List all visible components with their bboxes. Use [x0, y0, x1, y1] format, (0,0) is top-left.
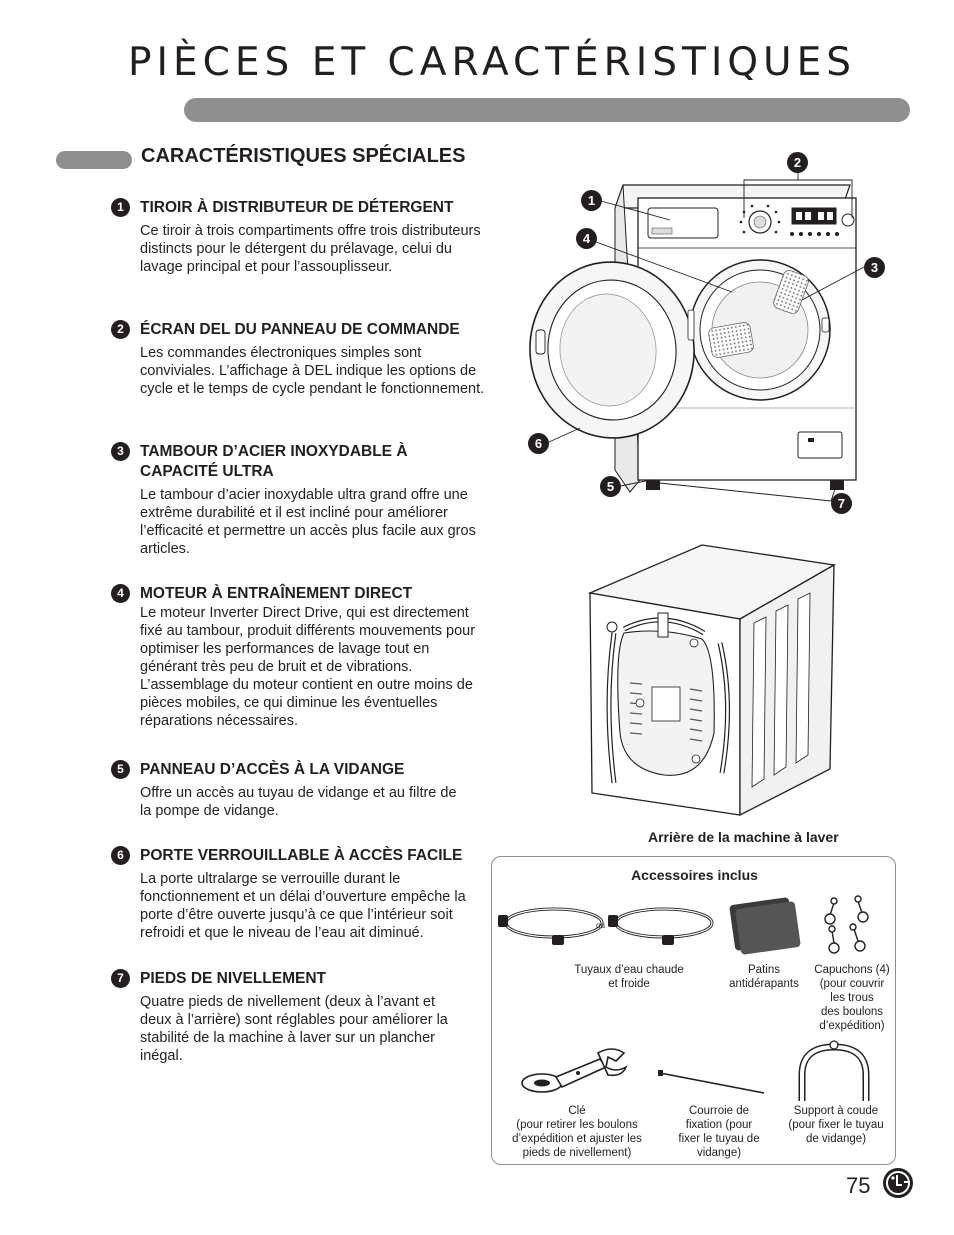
feature-title: MOTEUR À ENTRAÎNEMENT DIRECT [140, 585, 413, 602]
feature-4: 4 MOTEUR À ENTRAÎNEMENT DIRECT Le moteur… [0, 584, 500, 730]
feature-body: Le moteur Inverter Direct Drive, qui est… [140, 605, 476, 729]
elbow-bracket-icon [798, 1040, 870, 1101]
feature-number: 2 [111, 320, 130, 339]
feature-body: Les commandes électroniques simples sont… [140, 345, 485, 397]
lg-logo-icon [883, 1168, 913, 1198]
feature-title: PANNEAU D’ACCÈS À LA VIDANGE [140, 761, 405, 778]
feature-7: 7 PIEDS DE NIVELLEMENT Quatre pieds de n… [0, 969, 500, 1065]
wrench-icon [521, 1048, 628, 1093]
feature-body: Quatre pieds de nivellement (deux à l’av… [140, 994, 448, 1064]
feature-2: 2 ÉCRAN DEL DU PANNEAU DE COMMANDE Les c… [0, 320, 500, 398]
feature-6: 6 PORTE VERROUILLABLE À ACCÈS FACILE La … [0, 846, 500, 942]
feature-title: TAMBOUR D’ACIER INOXYDABLE À CAPACITÉ UL… [140, 443, 408, 480]
feature-number: 5 [111, 760, 130, 779]
callout-3: 3 [864, 257, 885, 278]
feature-1: 1 TIROIR À DISTRIBUTEUR DE DÉTERGENT Ce … [0, 198, 500, 276]
callout-6: 6 [528, 433, 549, 454]
feature-3: 3 TAMBOUR D’ACIER INOXYDABLE À CAPACITÉ … [0, 442, 500, 558]
accessories-title: Accessoires inclus [631, 867, 758, 883]
rear-caption: Arrière de la machine à laver [648, 829, 839, 845]
callout-1: 1 [581, 190, 602, 211]
section-title: CARACTÉRISTIQUES SPÉCIALES [141, 145, 466, 167]
tie-strap-icon [658, 1070, 765, 1094]
accessories-box: Accessoires inclus ou Tuyaux d’ [491, 856, 896, 1165]
callout-2: 2 [787, 152, 808, 173]
callout-4: 4 [576, 228, 597, 249]
title-rule [184, 98, 910, 122]
washer-front-illustration [529, 166, 865, 502]
feature-number: 4 [111, 584, 130, 603]
page-title: PIÈCES ET CARACTÉRISTIQUES [128, 40, 856, 85]
section-pill [56, 151, 132, 169]
feature-number: 6 [111, 846, 130, 865]
feature-number: 3 [111, 442, 130, 461]
callout-7: 7 [831, 493, 852, 514]
anti-slip-pads-icon [729, 897, 801, 955]
feature-body: Le tambour d’acier inoxydable ultra gran… [140, 487, 476, 557]
page-number: 75 [846, 1173, 871, 1198]
feature-number: 7 [111, 969, 130, 988]
feature-number: 1 [111, 198, 130, 217]
feature-body: Ce tiroir à trois compartiments offre tr… [140, 223, 481, 275]
feature-title: TIROIR À DISTRIBUTEUR DE DÉTERGENT [140, 199, 454, 216]
caps-icon [824, 895, 869, 954]
hoses-icon [498, 907, 714, 945]
feature-body: Offre un accès au tuyau de vidange et au… [140, 785, 457, 819]
feature-title: PORTE VERROUILLABLE À ACCÈS FACILE [140, 847, 463, 864]
washer-rear-illustration [587, 544, 836, 817]
or-label: ou [596, 921, 605, 930]
feature-title: PIEDS DE NIVELLEMENT [140, 970, 327, 987]
callout-5: 5 [600, 476, 621, 497]
feature-body: La porte ultralarge se verrouille durant… [140, 871, 466, 941]
feature-5: 5 PANNEAU D’ACCÈS À LA VIDANGE Offre un … [0, 760, 500, 820]
feature-title: ÉCRAN DEL DU PANNEAU DE COMMANDE [140, 321, 460, 338]
